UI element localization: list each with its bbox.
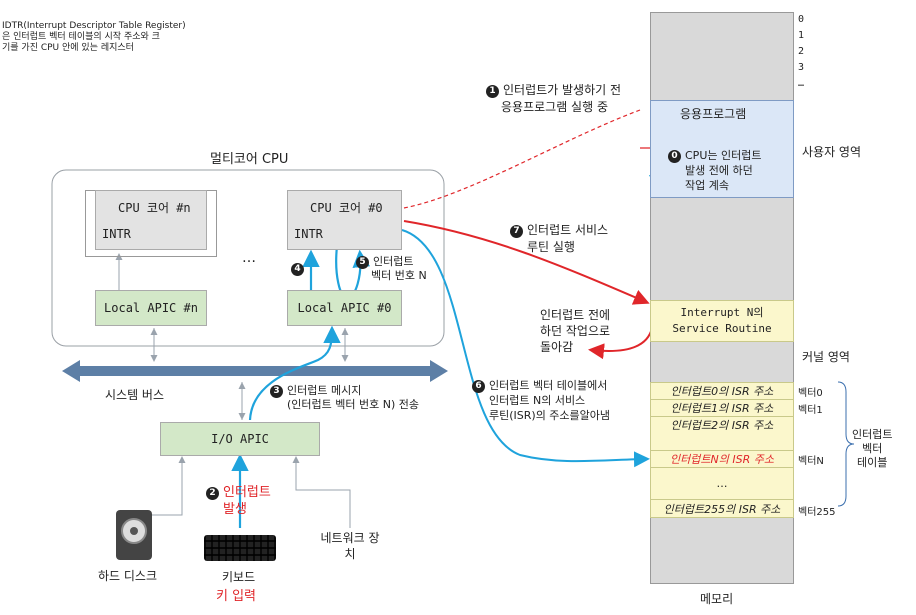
step-5-label: 5 인터럽트 벡터 번호 N <box>356 255 427 283</box>
idtr-note-line3: 기를 가진 CPU 안에 있는 레지스터 <box>2 43 134 53</box>
keyboard-label: 키보드 <box>222 570 256 584</box>
step-1-label: 1 인터럽트가 발생하기 전 응용프로그램 실행 중 <box>486 82 621 116</box>
step-0-line1: CPU는 인터럽트 <box>685 149 762 162</box>
memory-app-label: 응용프로그램 <box>680 107 747 121</box>
step-4-label: 4 <box>291 262 308 276</box>
vector-label: 벡터255 <box>798 507 836 518</box>
step-7-label: 7 인터럽트 서비스 루틴 실행 <box>510 222 608 256</box>
step-3-badge: 3 <box>270 385 283 398</box>
return-line3: 돌아감 <box>540 340 574 354</box>
vector-label: 벡터1 <box>798 405 823 416</box>
vector-row-ellipsis: … <box>650 467 794 499</box>
vector-row: 인터럽트255의 ISR 주소 <box>650 499 794 518</box>
vector-row: 인터럽트1의 ISR 주소 <box>650 399 794 416</box>
ivt-label-line2: 벡터 <box>862 442 883 455</box>
step-3-label: 3 인터럽트 메시지 (인터럽트 벡터 번호 N) 전송 <box>270 384 419 412</box>
step-6-line1: 인터럽트 벡터 테이블에서 <box>489 379 608 392</box>
network-device-label: 네트워크 장치 <box>320 531 380 561</box>
ivt-label-line1: 인터럽트 <box>852 428 893 441</box>
step-0-label: 0 CPU는 인터럽트 발생 전에 하던 작업 계속 <box>668 148 761 193</box>
step-2-label: 2 인터럽트 발생 <box>206 484 271 518</box>
step-7-line2: 루틴 실행 <box>527 240 575 254</box>
cpu-core-0: CPU 코어 #0 INTR <box>287 190 402 250</box>
keyboard-icon <box>204 535 276 561</box>
user-area-label: 사용자 영역 <box>802 145 862 159</box>
step-6-label: 6 인터럽트 벡터 테이블에서 인터럽트 N의 서비스 루틴(ISR)의 주소를알… <box>472 378 610 423</box>
step-2-badge: 2 <box>206 487 219 500</box>
step-3-line2: (인터럽트 벡터 번호 N) 전송 <box>287 398 419 411</box>
cpu-core-0-label: CPU 코어 #0 <box>310 201 383 215</box>
local-apic-0: Local APIC #0 <box>287 290 402 326</box>
memory-app-region <box>650 100 794 198</box>
step-5-line1: 인터럽트 <box>373 255 414 268</box>
multicore-cpu-title: 멀티코어 CPU <box>210 152 289 167</box>
local-apic-n: Local APIC #n <box>95 290 207 326</box>
cpu-core-0-intr: INTR <box>294 227 323 241</box>
step-5-line2: 벡터 번호 N <box>371 269 427 282</box>
cpu-core-ellipsis: … <box>242 250 256 266</box>
cpu-core-n: CPU 코어 #n INTR <box>95 190 207 250</box>
step-1-line1: 인터럽트가 발생하기 전 <box>503 83 622 97</box>
system-bus-label: 시스템 버스 <box>105 388 165 402</box>
idtr-note-line1: IDTR(Interrupt Descriptor Table Register… <box>2 21 186 31</box>
ivt-label-line3: 테이블 <box>857 456 888 469</box>
step-2-line1: 인터럽트 <box>223 485 271 500</box>
step-1-badge: 1 <box>486 85 499 98</box>
isr-line2: Service Routine <box>672 322 772 335</box>
memory-addresses: 0 1 2 3 … <box>798 14 805 89</box>
vector-label: 벡터N <box>798 456 824 467</box>
step-1-line2: 응용프로그램 실행 중 <box>501 100 608 114</box>
memory-caption: 메모리 <box>700 592 734 606</box>
return-line2: 하던 작업으로 <box>540 324 611 338</box>
step-4-badge: 4 <box>291 263 304 276</box>
step-7-line1: 인터럽트 서비스 <box>527 223 609 237</box>
kernel-area-label: 커널 영역 <box>802 350 850 364</box>
return-line1: 인터럽트 전에 <box>540 308 611 322</box>
idtr-note-line2: 은 인터럽트 벡터 테이블의 시작 주소와 크 <box>2 32 160 42</box>
isr-block: Interrupt N의 Service Routine <box>650 300 794 342</box>
system-bus-arrow <box>62 360 448 382</box>
step-6-line2: 인터럽트 N의 서비스 <box>489 394 586 407</box>
step-0-badge: 0 <box>668 150 681 163</box>
isr-line1: Interrupt N의 <box>680 306 764 319</box>
step-3-line1: 인터럽트 메시지 <box>287 384 362 397</box>
step-6-line3: 루틴(ISR)의 주소를알아냄 <box>489 409 611 422</box>
io-apic: I/O APIC <box>160 422 320 456</box>
key-input-label: 키 입력 <box>216 589 257 604</box>
cpu-core-n-label: CPU 코어 #n <box>118 201 191 215</box>
step-2-line2: 발생 <box>223 502 247 517</box>
vector-label: 벡터0 <box>798 388 823 399</box>
step-0-line2: 발생 전에 하던 <box>685 164 753 177</box>
idtr-note: IDTR(Interrupt Descriptor Table Register… <box>2 21 186 54</box>
step-6-badge: 6 <box>472 380 485 393</box>
hard-disk-icon <box>116 510 152 560</box>
step-0-line3: 작업 계속 <box>685 179 729 192</box>
cpu-core-n-intr: INTR <box>102 227 131 241</box>
step-5-badge: 5 <box>356 256 369 269</box>
ivt-label: 인터럽트 벡터 테이블 <box>852 428 892 470</box>
vector-row: 인터럽트0의 ISR 주소 <box>670 384 774 398</box>
step-7-badge: 7 <box>510 225 523 238</box>
vector-row-n: 인터럽트N의 ISR 주소 <box>650 450 794 467</box>
vector-row: 인터럽트2의 ISR 주소 <box>650 416 794 433</box>
return-label: 인터럽트 전에 하던 작업으로 돌아감 <box>540 307 610 355</box>
hard-disk-label: 하드 디스크 <box>98 569 158 583</box>
